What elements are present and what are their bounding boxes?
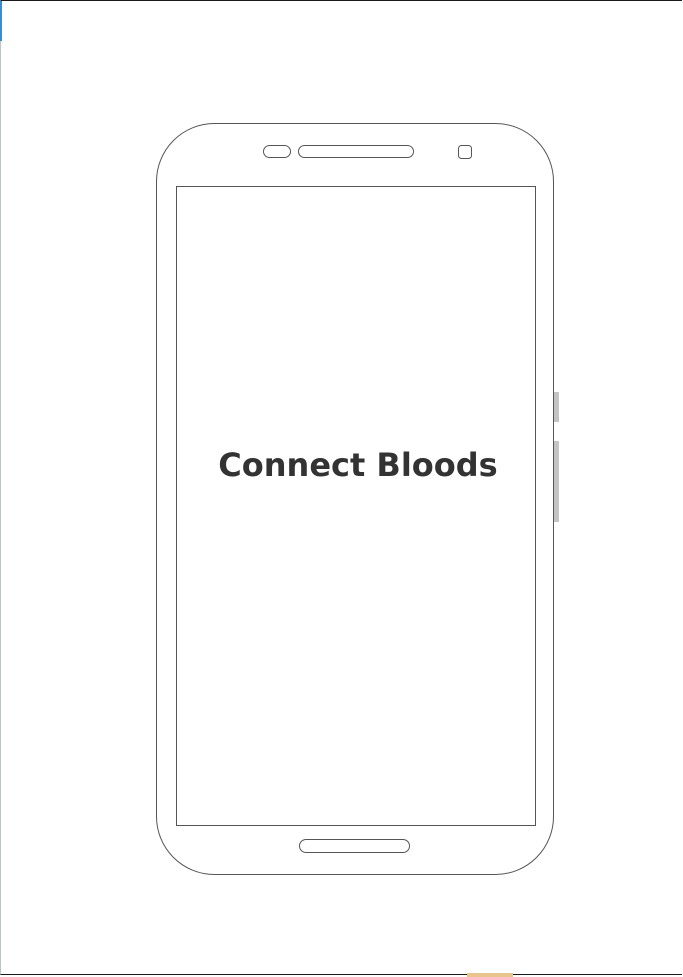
taskbar-accent <box>467 973 513 977</box>
phone-screen <box>176 186 536 826</box>
front-camera <box>263 145 291 158</box>
earpiece-speaker <box>298 145 414 158</box>
selection-accent <box>0 1 2 41</box>
volume-button[interactable] <box>554 392 559 422</box>
power-button[interactable] <box>554 441 559 522</box>
proximity-sensor <box>458 145 472 159</box>
home-button[interactable] <box>299 839 410 853</box>
app-title: Connect Bloods <box>218 446 498 484</box>
